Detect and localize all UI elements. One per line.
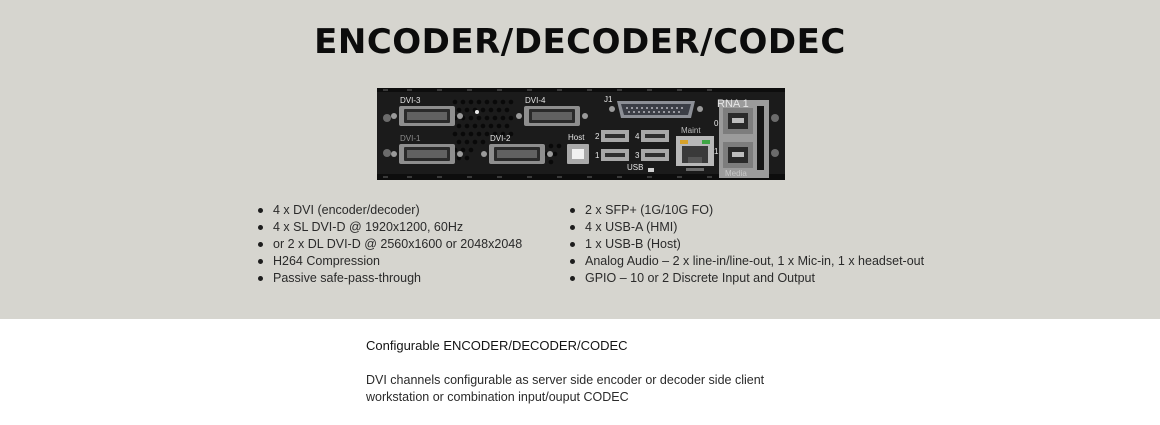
rna1-label: RNA 1 bbox=[717, 98, 749, 110]
usb-port-4-label: 4 bbox=[635, 132, 640, 141]
sfp-0-label: 0 bbox=[714, 119, 719, 128]
dvi-2-port bbox=[481, 144, 553, 164]
hero-section: ENCODER/DECODER/CODEC bbox=[0, 0, 1160, 319]
dvi-1-port bbox=[391, 144, 463, 164]
usb-port-1-label: 1 bbox=[595, 151, 600, 160]
list-item: H264 Compression bbox=[256, 253, 522, 270]
usb-label: USB bbox=[627, 163, 643, 172]
device-rear-panel-image: DVI-3 DVI-4 DVI-1 DVI-2 J1 Host USB 2 4 … bbox=[377, 88, 785, 180]
feature-list-right: 2 x SFP+ (1G/10G FO) 4 x USB-A (HMI) 1 x… bbox=[568, 202, 924, 287]
sfp-cage-0 bbox=[723, 108, 753, 134]
dvi-4-label: DVI-4 bbox=[525, 96, 546, 105]
j1-label: J1 bbox=[604, 95, 613, 104]
description-section bbox=[0, 319, 1160, 425]
list-item: 4 x SL DVI-D @ 1920x1200, 60Hz bbox=[256, 219, 522, 236]
feature-list-left: 4 x DVI (encoder/decoder) 4 x SL DVI-D @… bbox=[256, 202, 522, 287]
dvi-3-port bbox=[391, 106, 463, 126]
section-title: Configurable ENCODER/DECODER/CODEC bbox=[366, 338, 628, 353]
dvi-3-label: DVI-3 bbox=[400, 96, 421, 105]
maint-label: Maint bbox=[681, 126, 701, 135]
usb-a-ports bbox=[601, 130, 669, 172]
list-item: Analog Audio – 2 x line-in/line-out, 1 x… bbox=[568, 253, 924, 270]
usb-port-3-label: 3 bbox=[635, 151, 640, 160]
list-item: GPIO – 10 or 2 Discrete Input and Output bbox=[568, 270, 924, 287]
list-item: 4 x USB-A (HMI) bbox=[568, 219, 924, 236]
maint-rj45-port bbox=[676, 136, 714, 171]
j1-db-connector bbox=[609, 101, 703, 118]
list-item: 4 x DVI (encoder/decoder) bbox=[256, 202, 522, 219]
dvi-1-label: DVI-1 bbox=[400, 134, 421, 143]
host-usb-b-port bbox=[567, 144, 589, 164]
dvi-4-port bbox=[516, 106, 588, 126]
section-description: DVI channels configurable as server side… bbox=[366, 372, 826, 406]
host-label: Host bbox=[568, 133, 585, 142]
sfp-cage-1 bbox=[723, 142, 753, 168]
page-title: ENCODER/DECODER/CODEC bbox=[314, 22, 846, 62]
media-label: Media bbox=[725, 169, 747, 178]
description-line: DVI channels configurable as server side… bbox=[366, 373, 765, 387]
list-item: 2 x SFP+ (1G/10G FO) bbox=[568, 202, 924, 219]
dvi-2-label: DVI-2 bbox=[490, 134, 511, 143]
list-item: Passive safe-pass-through bbox=[256, 270, 522, 287]
sfp-1-label: 1 bbox=[714, 147, 719, 156]
list-item: 1 x USB-B (Host) bbox=[568, 236, 924, 253]
description-line: workstation or combination input/ouput C… bbox=[366, 390, 629, 404]
usb-port-2-label: 2 bbox=[595, 132, 600, 141]
list-item: or 2 x DL DVI-D @ 2560x1600 or 2048x2048 bbox=[256, 236, 522, 253]
